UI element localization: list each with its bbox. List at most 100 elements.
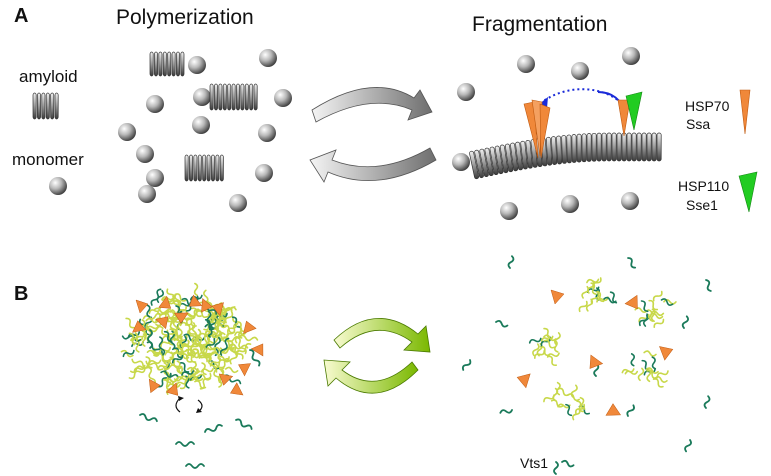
hsp70-wedge (550, 289, 565, 305)
protein-chain (148, 359, 162, 365)
hsp70-wedge (624, 294, 638, 310)
protein-chain (553, 339, 559, 353)
protein-chain (150, 288, 162, 306)
monomer (500, 202, 518, 220)
polymerization-arrow-forward (311, 87, 433, 123)
panel-b-label: B (14, 283, 29, 305)
protein-chain (125, 317, 135, 329)
protein-chain (145, 356, 153, 369)
protein-chain (238, 334, 259, 342)
protein-chain (213, 316, 220, 330)
hsp70-cluster (523, 99, 551, 159)
fibril-ring (474, 149, 484, 179)
protein-chain (164, 371, 172, 384)
protein-chain (175, 441, 195, 447)
fibril-ring (484, 147, 494, 177)
chaperone-recycling-path (541, 88, 629, 111)
protein-chain (139, 413, 158, 423)
panel-a-label: A (14, 5, 29, 27)
monomer (561, 195, 579, 213)
hsp110-legend-icon (738, 171, 758, 213)
monomer (49, 177, 67, 195)
protein-chain (595, 290, 605, 303)
protein-chain (179, 335, 187, 350)
protein-chain (495, 319, 509, 328)
protein-chain (153, 307, 173, 314)
protein-chain (648, 299, 659, 311)
protein-chain (179, 375, 195, 390)
protein-chain (596, 296, 609, 303)
protein-chain (195, 328, 202, 343)
protein-chain (643, 350, 657, 357)
protein-chain (166, 288, 178, 306)
protein-chain (640, 300, 649, 313)
protein-chain (532, 343, 540, 357)
protein-chain (161, 335, 176, 341)
monomer (571, 62, 589, 80)
protein-chain (147, 366, 156, 386)
protein-chain (652, 378, 664, 388)
fibril-ring (656, 132, 662, 162)
protein-chain (557, 403, 571, 409)
hsp70-wedge (539, 103, 551, 159)
protein-chain (199, 372, 212, 390)
protein-chain (561, 459, 575, 468)
protein-chain (161, 329, 174, 346)
protein-chain (649, 312, 664, 320)
protein-chain (684, 439, 692, 453)
protein-chain (223, 323, 237, 339)
protein-chain (565, 403, 573, 417)
monomer (138, 185, 156, 203)
protein-chain (186, 341, 200, 357)
fibril-ring (530, 139, 538, 168)
protein-chain (128, 332, 137, 345)
fibril-ring (469, 150, 480, 180)
protein-chain (593, 363, 600, 377)
protein-chain (212, 346, 233, 353)
protein-chain (553, 461, 559, 475)
protein-chain (586, 278, 600, 284)
protein-chain (214, 313, 226, 323)
protein-chain (141, 333, 147, 347)
protein-chain (169, 330, 176, 351)
protein-chain (626, 404, 635, 417)
monomer (457, 83, 475, 101)
dispersed-chains (461, 255, 712, 475)
condensate-cluster (120, 282, 264, 469)
monomer (274, 89, 292, 107)
protein-chain (546, 352, 560, 358)
ssa-label: Ssa (686, 116, 711, 132)
fibril-ring (515, 141, 523, 171)
protein-chain (646, 368, 652, 383)
protein-chain (572, 408, 581, 421)
monomer (517, 55, 535, 73)
protein-chain (556, 381, 561, 396)
amyloid-fibril (149, 51, 185, 77)
fibril-ring (581, 133, 587, 163)
fibril-ring (586, 133, 592, 162)
protein-chain (637, 367, 645, 382)
fibril-ring (596, 132, 602, 162)
polymerization-title: Polymerization (116, 6, 254, 29)
protein-chain (156, 289, 164, 303)
protein-chain (540, 336, 552, 347)
protein-chain (638, 313, 650, 323)
protein-chain (185, 463, 205, 469)
protein-chain (581, 285, 590, 299)
fibril-ring (489, 146, 499, 176)
protein-chain (213, 356, 230, 369)
fibril-ring (616, 132, 622, 162)
fibril-ring (571, 134, 577, 163)
fibril-ring (499, 144, 509, 174)
fibril-ring (545, 136, 553, 166)
protein-chain (176, 349, 193, 363)
protein-chain (554, 332, 561, 346)
fibril-ring (611, 132, 617, 162)
protein-chain (231, 316, 241, 328)
amyloid-fibril (209, 83, 258, 111)
hsp70-wedge (165, 382, 179, 396)
hsp70-wedge (188, 294, 203, 307)
fibril-ring (556, 135, 563, 165)
protein-chain (189, 294, 203, 301)
protein-chain (570, 384, 578, 398)
